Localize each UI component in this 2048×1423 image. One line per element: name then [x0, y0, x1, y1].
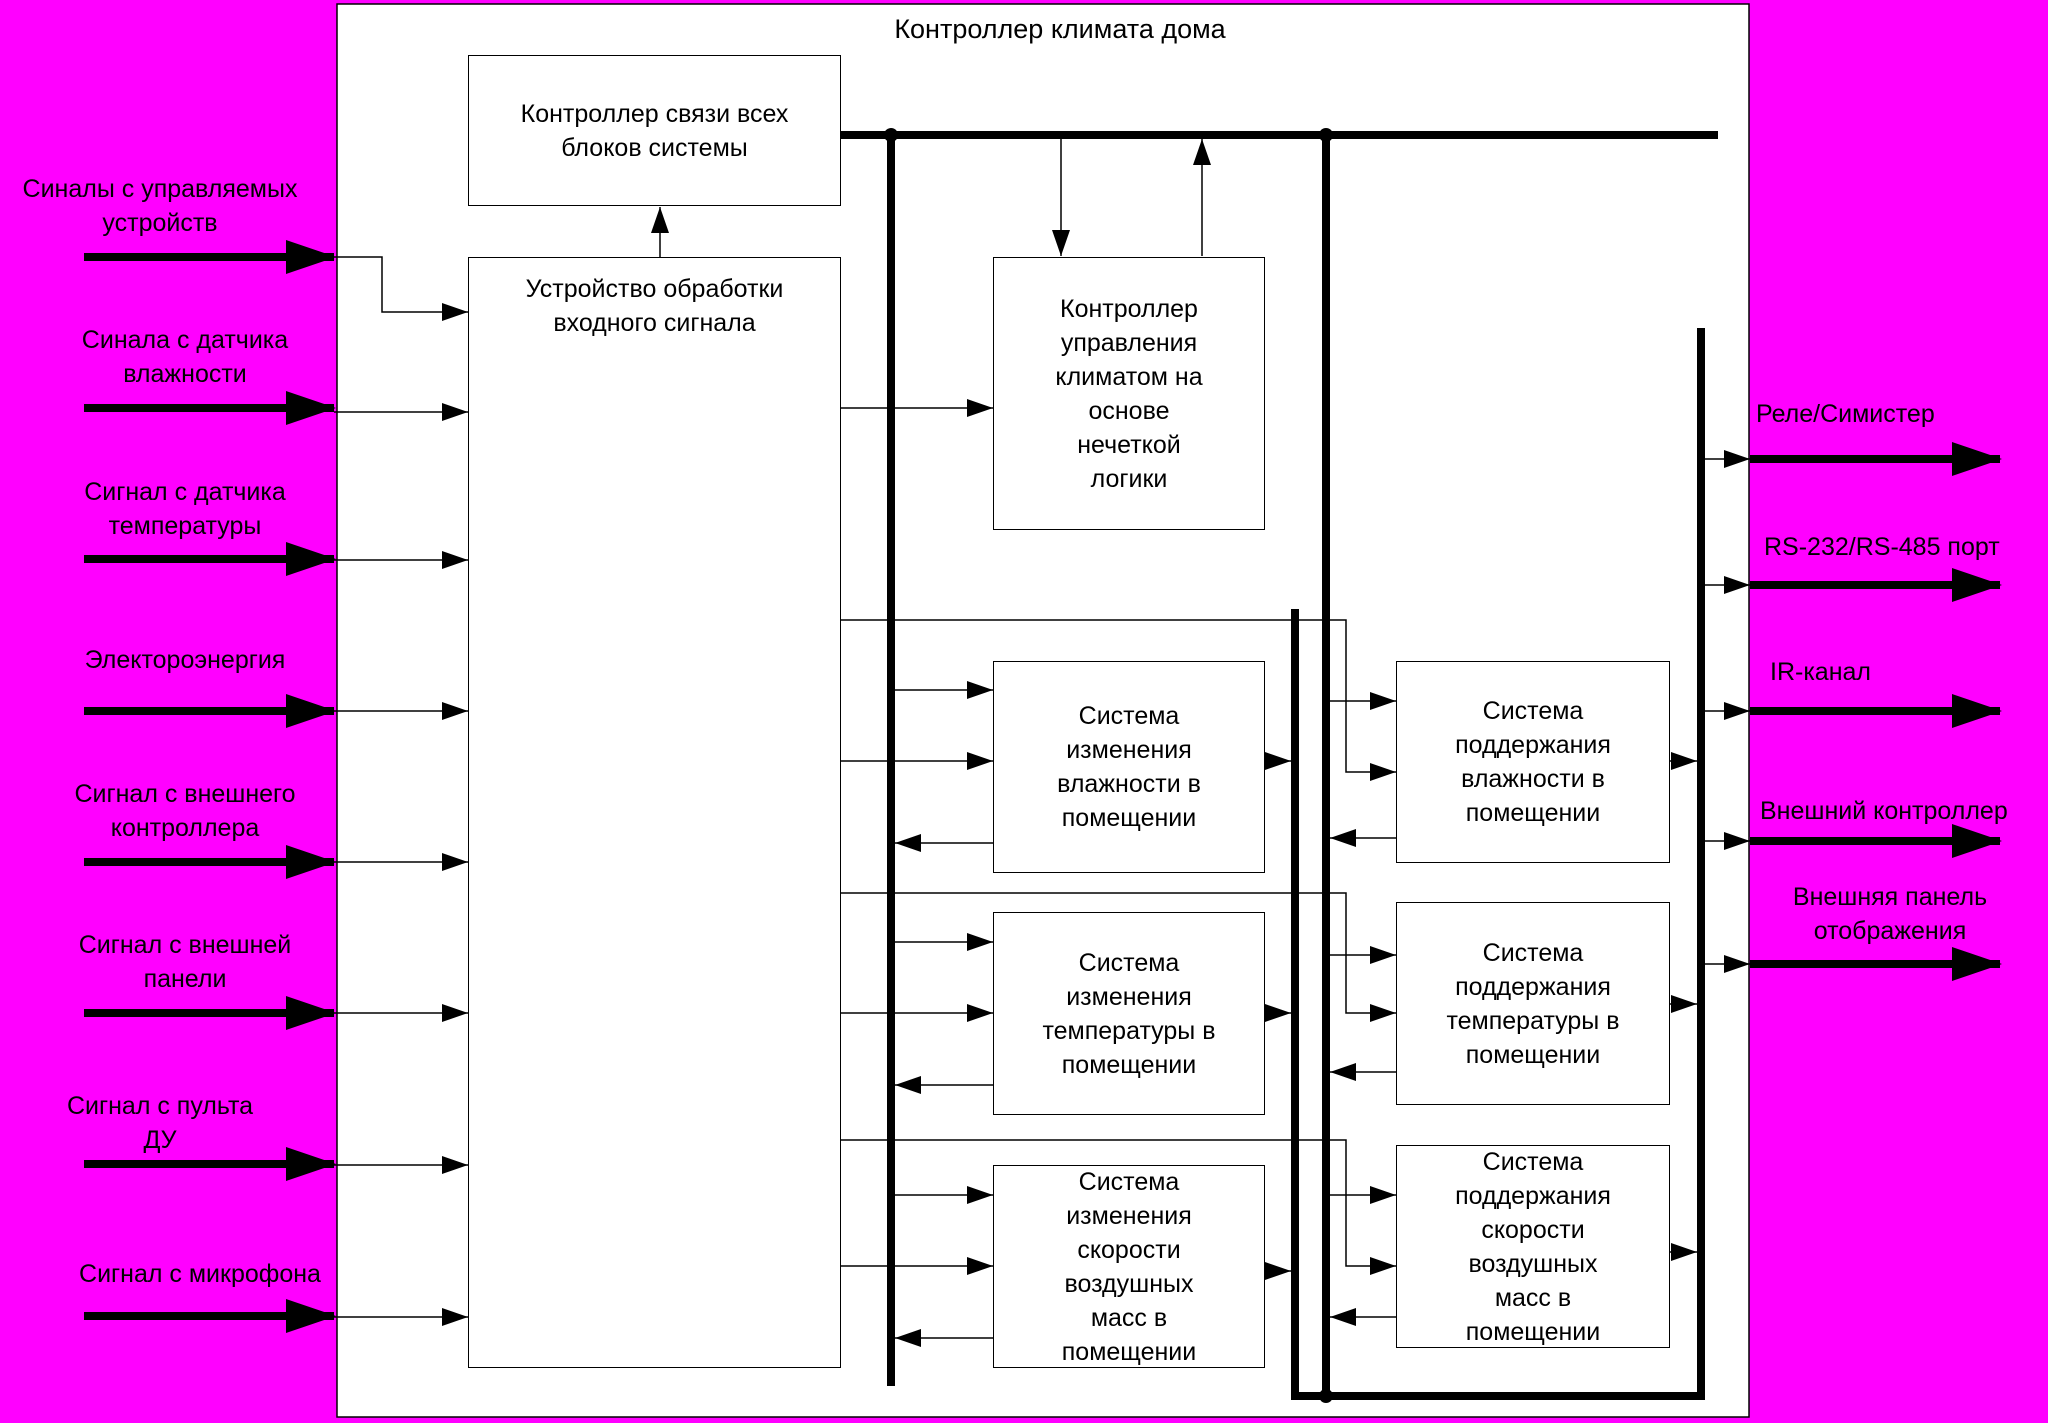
output-label: RS-232/RS-485 порт: [1764, 533, 2000, 561]
input-label: Электороэнергия: [84, 646, 286, 674]
change-system-links: [841, 681, 1291, 1347]
buses: [840, 131, 1718, 1400]
input-label: Сигнал с пульта ДУ: [66, 1092, 254, 1154]
output-label: IR-канал: [1770, 658, 1872, 686]
comm-controller-block: Контроллер связи всех блоков системы: [468, 55, 841, 206]
input-label: Сигнал с микрофона: [79, 1260, 321, 1288]
input-arrows: [84, 240, 336, 1333]
keep-air-block: Система поддержания скорости воздушных м…: [1396, 1145, 1670, 1348]
input-connectors: [334, 207, 669, 1326]
output-taps: [1705, 450, 1750, 973]
output-label: Внешний контроллер: [1760, 797, 2008, 825]
change-air-block: Система изменения скорости воздушных мас…: [993, 1165, 1265, 1368]
diagram-title: Контроллер климата дома: [894, 14, 1226, 44]
input-label: Синала с датчика влажности: [81, 326, 289, 388]
input-processing-block: Устройство обработки входного сигнала: [468, 257, 841, 1368]
input-label: Сигнал с внешнего контроллера: [74, 780, 296, 842]
fuzzy-controller-block: Контроллер управления климатом на основе…: [993, 257, 1265, 530]
input-label: Сигнал с датчика температуры: [84, 478, 286, 540]
fuzzy-links: [841, 139, 1211, 417]
bus-junctions: [884, 128, 1333, 1403]
taps: [841, 619, 1396, 1275]
change-temperature-block: Система изменения температуры в помещени…: [993, 912, 1265, 1115]
keep-humidity-block: Система поддержания влажности в помещени…: [1396, 661, 1670, 863]
keep-system-links: [1330, 692, 1697, 1326]
output-arrows: [1750, 442, 2002, 981]
input-label: Синалы с управляемых устройств: [22, 175, 298, 237]
change-humidity-block: Система изменения влажности в помещении: [993, 661, 1265, 873]
output-label: Внешняя панель отображения: [1792, 883, 1988, 945]
output-label: Реле/Симистер: [1756, 400, 1935, 428]
input-label: Сигнал с внешней панели: [78, 931, 292, 993]
keep-temperature-block: Система поддержания температуры в помеще…: [1396, 902, 1670, 1105]
